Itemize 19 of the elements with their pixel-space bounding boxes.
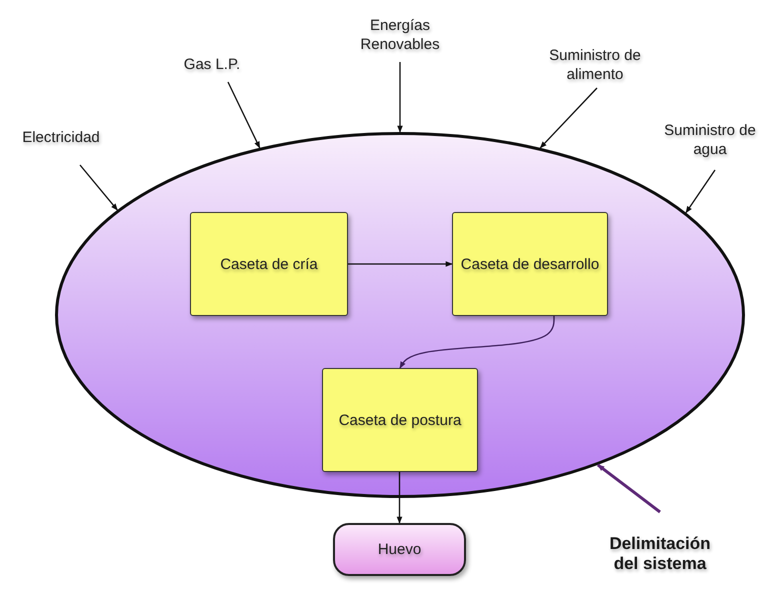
input-label: Electricidad [4, 120, 118, 156]
arrow [396, 472, 402, 524]
output-terminal: Huevo [333, 523, 466, 576]
process-box: Caseta de postura [322, 368, 478, 472]
arrow [399, 316, 555, 369]
arrow [348, 261, 453, 267]
arrow [80, 164, 118, 211]
process-box: Caseta de cría [190, 212, 348, 316]
input-label: Delimitación del sistema [595, 515, 725, 593]
input-label: Gas L.P. [170, 50, 254, 80]
arrow [227, 82, 260, 148]
process-box: Caseta de desarrollo [452, 212, 608, 316]
input-label: Suministro de alimento [520, 40, 670, 90]
arrow [685, 170, 716, 214]
input-label: Suministro de agua [650, 115, 770, 165]
arrow [596, 464, 661, 514]
arrow [540, 88, 598, 148]
arrow [397, 62, 403, 133]
input-label: Energías Renovables [340, 10, 460, 60]
